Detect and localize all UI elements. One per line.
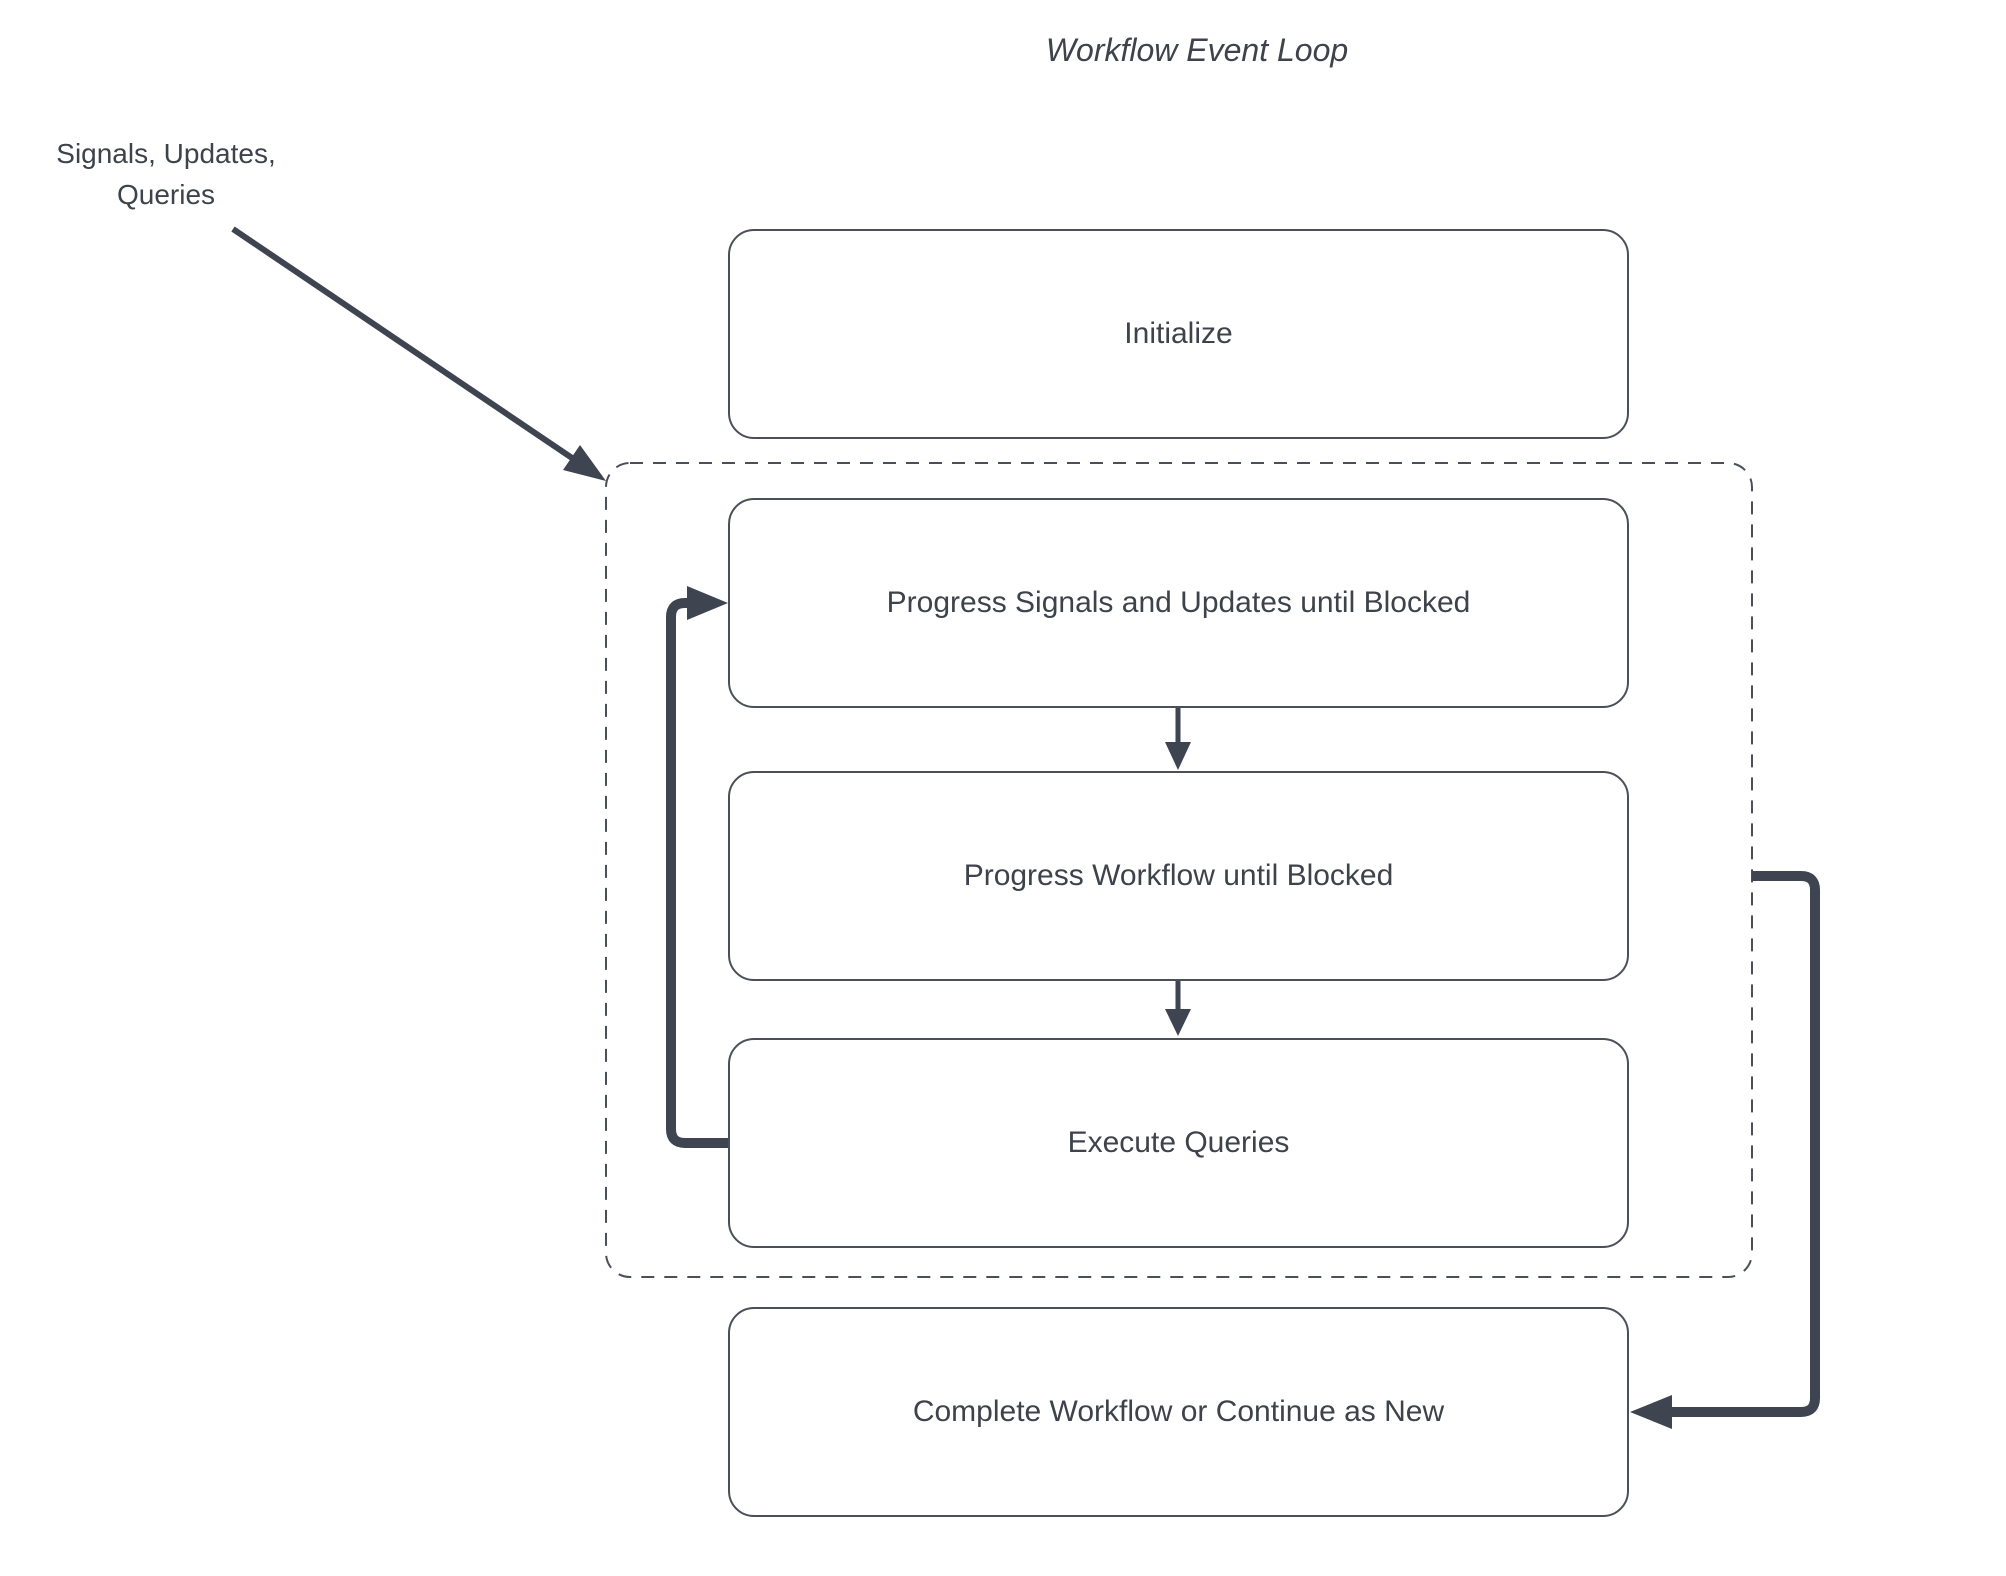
node-execute-queries-label: Execute Queries <box>1067 1126 1290 1159</box>
loop-exit-arrow <box>1630 871 1820 1429</box>
workflow-to-queries-arrow <box>1165 981 1191 1036</box>
signals-to-workflow-arrow <box>1165 708 1191 770</box>
node-complete: Complete Workflow or Continue as New <box>728 1307 1629 1517</box>
external-events-label-line1: Signals, Updates, <box>56 138 276 169</box>
node-initialize-label: Initialize <box>1124 317 1233 350</box>
node-progress-workflow: Progress Workflow until Blocked <box>728 771 1629 981</box>
external-events-label: Signals, Updates, Queries <box>56 134 275 215</box>
node-initialize: Initialize <box>728 229 1629 439</box>
external-input-arrow <box>231 226 606 481</box>
node-progress-workflow-label: Progress Workflow until Blocked <box>963 859 1394 892</box>
node-execute-queries: Execute Queries <box>728 1038 1629 1248</box>
node-complete-label: Complete Workflow or Continue as New <box>912 1395 1445 1428</box>
external-events-label-line2: Queries <box>116 178 216 210</box>
diagram-title: Workflow Event Loop <box>1045 32 1349 68</box>
node-progress-signals-label: Progress Signals and Updates until Block… <box>886 586 1471 619</box>
node-progress-signals: Progress Signals and Updates until Block… <box>728 498 1629 708</box>
loop-back-arrow <box>666 586 728 1148</box>
